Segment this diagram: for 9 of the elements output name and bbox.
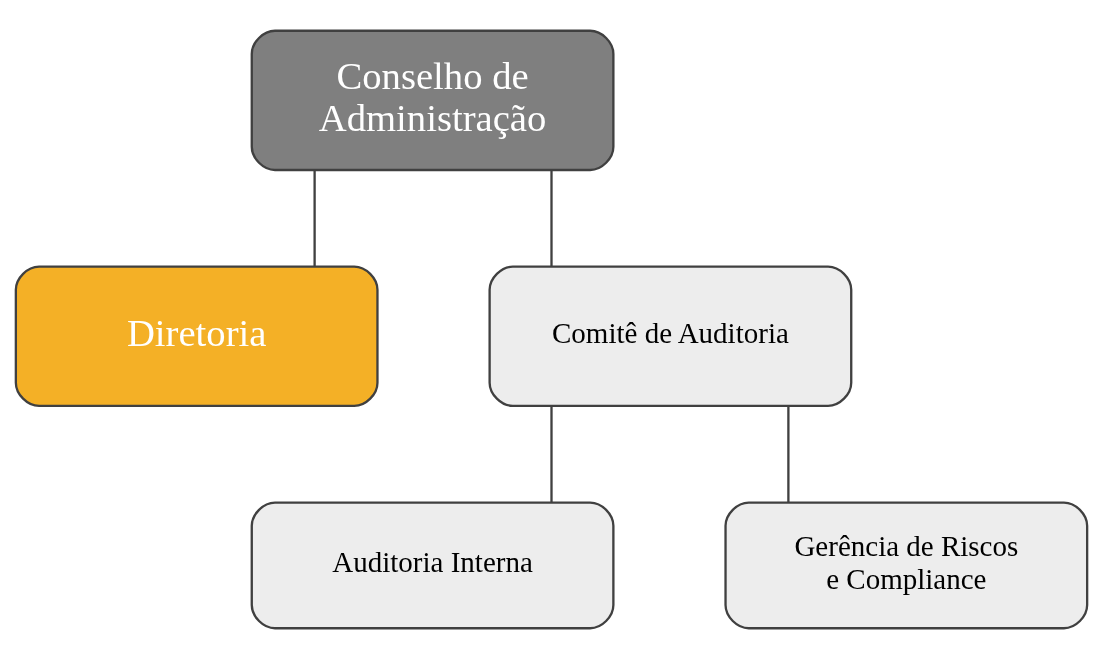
connector [550, 405, 553, 502]
connector [550, 170, 553, 266]
node-box: Auditoria Interna [250, 500, 615, 629]
node-box: Gerência de Riscos e Compliance [724, 500, 1089, 629]
node-box: Conselho de Administração [250, 29, 615, 171]
node-box: Comitê de Auditoria [488, 265, 853, 407]
node-box: Diretoria [14, 265, 379, 407]
connector [313, 170, 316, 266]
connector [787, 405, 790, 502]
